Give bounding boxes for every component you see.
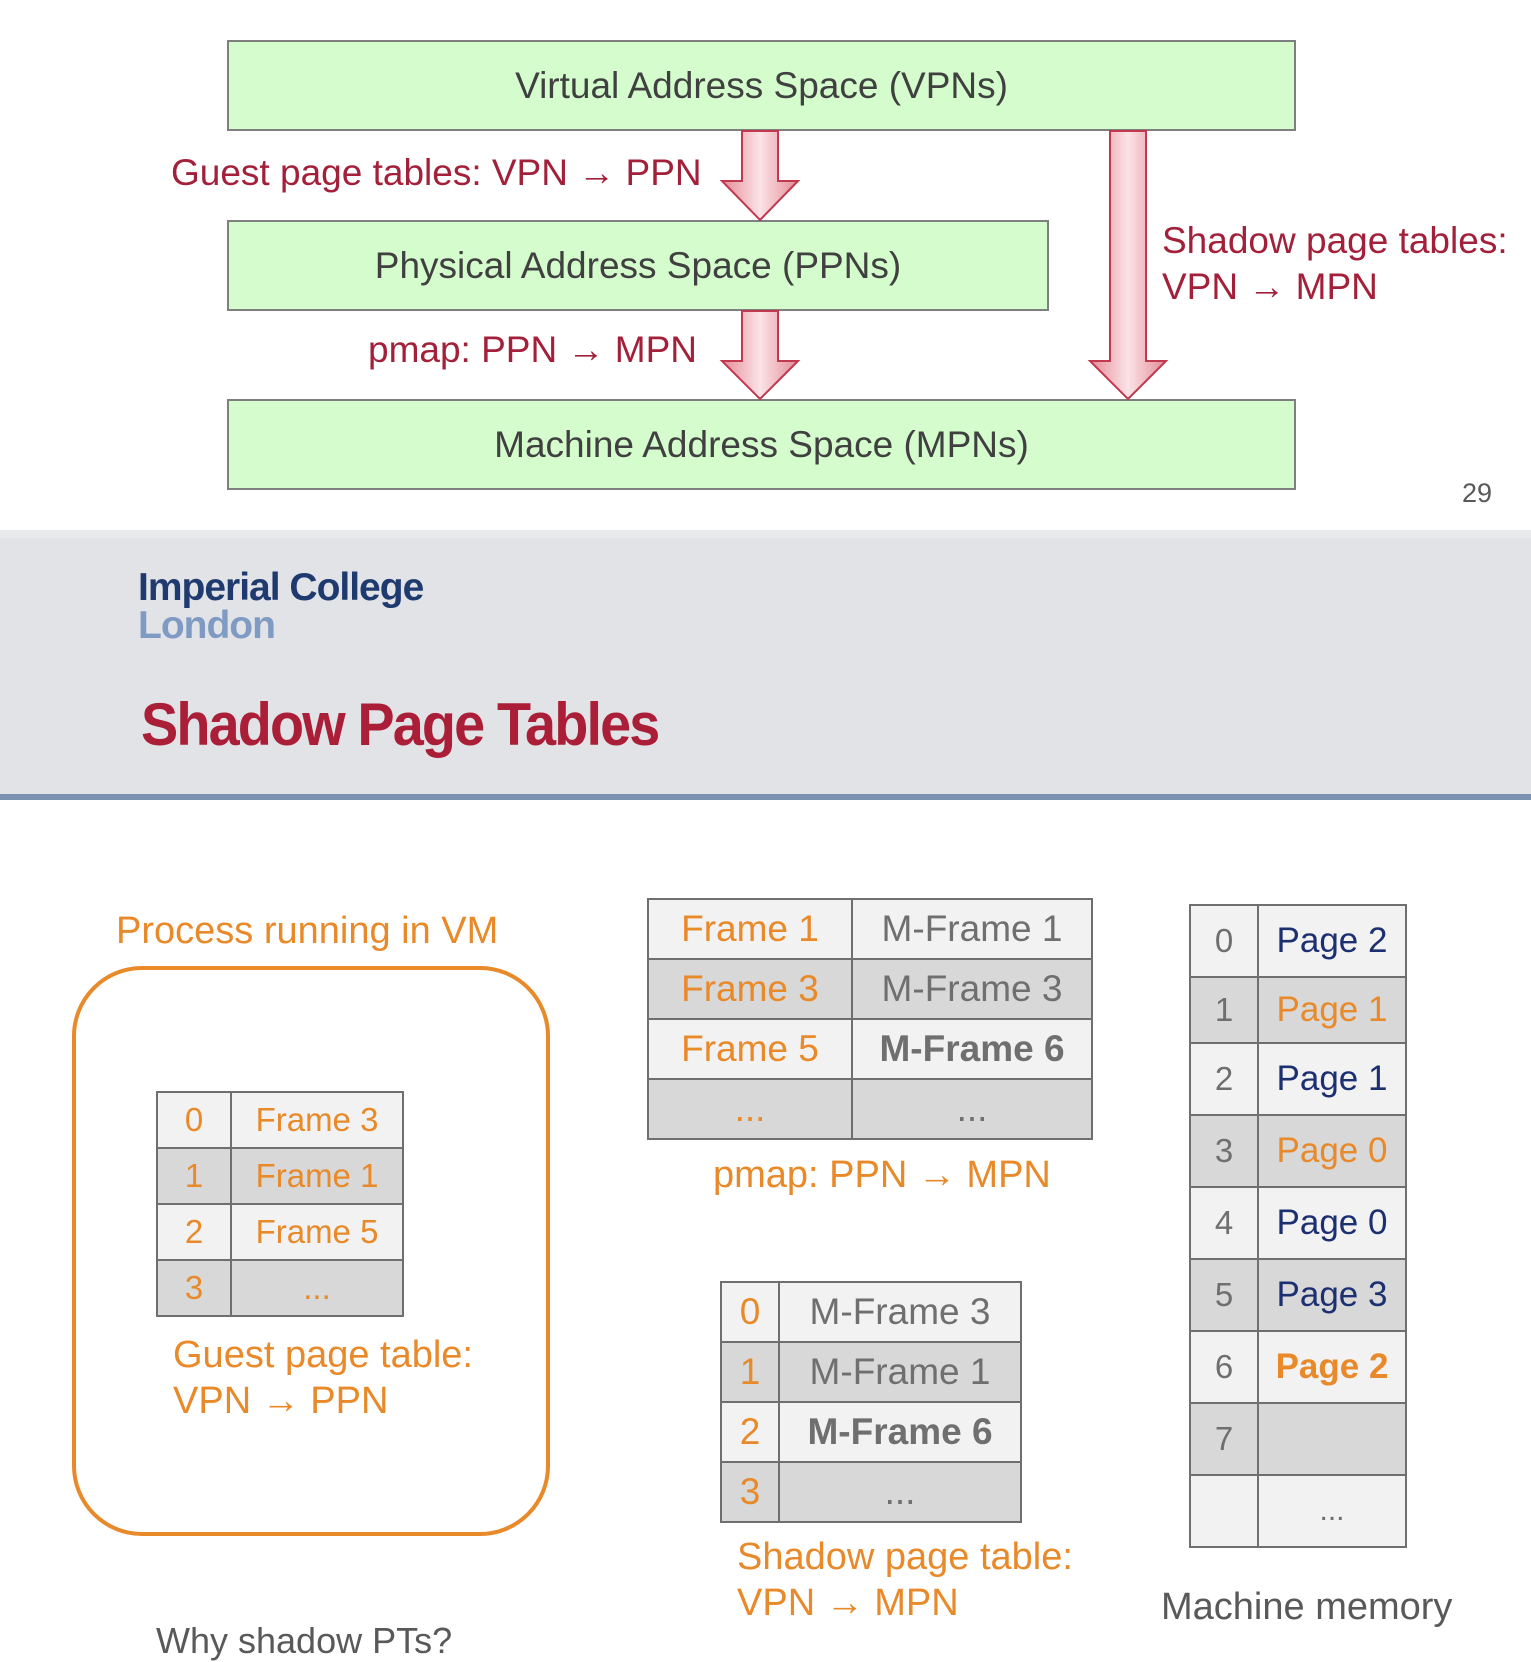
ppn-cell: Frame 3: [647, 958, 853, 1020]
mpn-cell: M-Frame 3: [851, 958, 1093, 1020]
page-cell: Page 2: [1257, 1330, 1407, 1404]
shadow-pt-arrow-icon: [1087, 130, 1169, 401]
shadow-table-caption-line2: VPN → MPN: [737, 1582, 959, 1624]
table-row: 2 Page 1: [1189, 1042, 1407, 1116]
table-row: 0 Frame 3: [156, 1091, 404, 1149]
vpn-cell: 0: [720, 1281, 780, 1343]
vpn-cell: 2: [156, 1203, 232, 1261]
table-row: ...: [1189, 1474, 1407, 1548]
mpn-cell: M-Frame 1: [851, 898, 1093, 960]
ppn-cell: Frame 1: [647, 898, 853, 960]
shadow-page-table: 0 M-Frame 3 1 M-Frame 1 2 M-Frame 6 3 ..…: [720, 1281, 1022, 1523]
page-cell: Page 3: [1257, 1258, 1407, 1332]
mpn-cell: M-Frame 3: [778, 1281, 1022, 1343]
guest-pt-label: Guest page tables: VPN → PPN: [171, 152, 702, 193]
machine-address-space-label: Machine Address Space (MPNs): [494, 423, 1029, 465]
mpn-cell: M-Frame 1: [778, 1341, 1022, 1403]
table-row: Frame 5 M-Frame 6: [647, 1018, 1093, 1080]
table-row: Frame 1 M-Frame 1: [647, 898, 1093, 960]
pmap-label: pmap: PPN → MPN: [368, 329, 697, 370]
vpn-cell: 1: [720, 1341, 780, 1403]
page-cell: [1257, 1402, 1407, 1476]
table-row: ... ...: [647, 1078, 1093, 1140]
slide-number: 29: [1462, 478, 1493, 508]
slide-title: Shadow Page Tables: [141, 691, 660, 758]
mpn-index-cell: [1189, 1474, 1259, 1548]
vpn-cell: 3: [156, 1259, 232, 1317]
mpn-cell: M-Frame 6: [778, 1401, 1022, 1463]
machine-memory-caption: Machine memory: [1161, 1586, 1453, 1628]
mpn-index-cell: 2: [1189, 1042, 1259, 1116]
mpn-index-cell: 4: [1189, 1186, 1259, 1260]
frame-cell: Frame 1: [230, 1147, 404, 1205]
physical-address-space-box: Physical Address Space (PPNs): [227, 220, 1049, 311]
frame-cell: Frame 5: [230, 1203, 404, 1261]
mpn-index-cell: 5: [1189, 1258, 1259, 1332]
page-cell: Page 0: [1257, 1186, 1407, 1260]
table-row: 3 ...: [720, 1461, 1022, 1523]
machine-address-space-box: Machine Address Space (MPNs): [227, 399, 1296, 490]
ppn-cell: ...: [647, 1078, 853, 1140]
vpn-cell: 0: [156, 1091, 232, 1149]
table-row: 0 Page 2: [1189, 904, 1407, 978]
vpn-cell: 1: [156, 1147, 232, 1205]
page-cell: Page 1: [1257, 976, 1407, 1044]
shadow-pt-label-line2: VPN → MPN: [1162, 266, 1378, 307]
table-row: 2 Frame 5: [156, 1203, 404, 1261]
frame-cell: ...: [230, 1259, 404, 1317]
logo-imperial-college: Imperial College: [138, 566, 424, 609]
table-row: 0 M-Frame 3: [720, 1281, 1022, 1343]
table-row: 1 M-Frame 1: [720, 1341, 1022, 1403]
mpn-cell: ...: [778, 1461, 1022, 1523]
pmap-table: Frame 1 M-Frame 1 Frame 3 M-Frame 3 Fram…: [647, 898, 1093, 1140]
table-row: 6 Page 2: [1189, 1330, 1407, 1404]
slide-header: [0, 538, 1531, 794]
table-row: Frame 3 M-Frame 3: [647, 958, 1093, 1020]
guest-table-caption-line1: Guest page table:: [173, 1334, 473, 1376]
table-row: 4 Page 0: [1189, 1186, 1407, 1260]
header-divider: [0, 794, 1531, 800]
guest-page-table: 0 Frame 3 1 Frame 1 2 Frame 5 3 ...: [156, 1091, 404, 1317]
mpn-cell: ...: [851, 1078, 1093, 1140]
mpn-index-cell: 7: [1189, 1402, 1259, 1476]
frame-cell: Frame 3: [230, 1091, 404, 1149]
slide-separator: [0, 530, 1531, 538]
pmap-caption: pmap: PPN → MPN: [713, 1154, 1051, 1196]
shadow-pt-label-line1: Shadow page tables:: [1162, 220, 1508, 261]
logo-london: London: [138, 604, 276, 647]
mpn-index-cell: 3: [1189, 1114, 1259, 1188]
pmap-arrow-icon: [719, 310, 801, 401]
table-row: 3 ...: [156, 1259, 404, 1317]
mpn-index-cell: 1: [1189, 976, 1259, 1044]
table-row: 1 Frame 1: [156, 1147, 404, 1205]
guest-pt-arrow-icon: [719, 130, 801, 222]
mpn-index-cell: 6: [1189, 1330, 1259, 1404]
virtual-address-space-label: Virtual Address Space (VPNs): [515, 64, 1008, 106]
ppn-cell: Frame 5: [647, 1018, 853, 1080]
shadow-table-caption-line1: Shadow page table:: [737, 1536, 1073, 1578]
page-cell: Page 1: [1257, 1042, 1407, 1116]
virtual-address-space-box: Virtual Address Space (VPNs): [227, 40, 1296, 131]
physical-address-space-label: Physical Address Space (PPNs): [374, 244, 902, 286]
vm-process-box: [72, 966, 550, 1536]
guest-table-caption-line2: VPN → PPN: [173, 1380, 389, 1422]
table-row: 3 Page 0: [1189, 1114, 1407, 1188]
page-cell: ...: [1257, 1474, 1407, 1548]
vpn-cell: 2: [720, 1401, 780, 1463]
mpn-cell: M-Frame 6: [851, 1018, 1093, 1080]
table-row: 1 Page 1: [1189, 976, 1407, 1044]
table-row: 5 Page 3: [1189, 1258, 1407, 1332]
table-row: 2 M-Frame 6: [720, 1401, 1022, 1463]
vm-label: Process running in VM: [116, 910, 499, 952]
previous-slide: Virtual Address Space (VPNs) Physical Ad…: [0, 0, 1531, 530]
why-shadow-pts-text: Why shadow PTs?: [156, 1620, 453, 1661]
page-cell: Page 2: [1257, 904, 1407, 978]
vpn-cell: 3: [720, 1461, 780, 1523]
mpn-index-cell: 0: [1189, 904, 1259, 978]
machine-memory-table: 0 Page 2 1 Page 1 2 Page 1 3 Page 0 4 Pa…: [1189, 904, 1407, 1548]
page-cell: Page 0: [1257, 1114, 1407, 1188]
translation-arrows: [719, 130, 1169, 401]
table-row: 7: [1189, 1402, 1407, 1476]
